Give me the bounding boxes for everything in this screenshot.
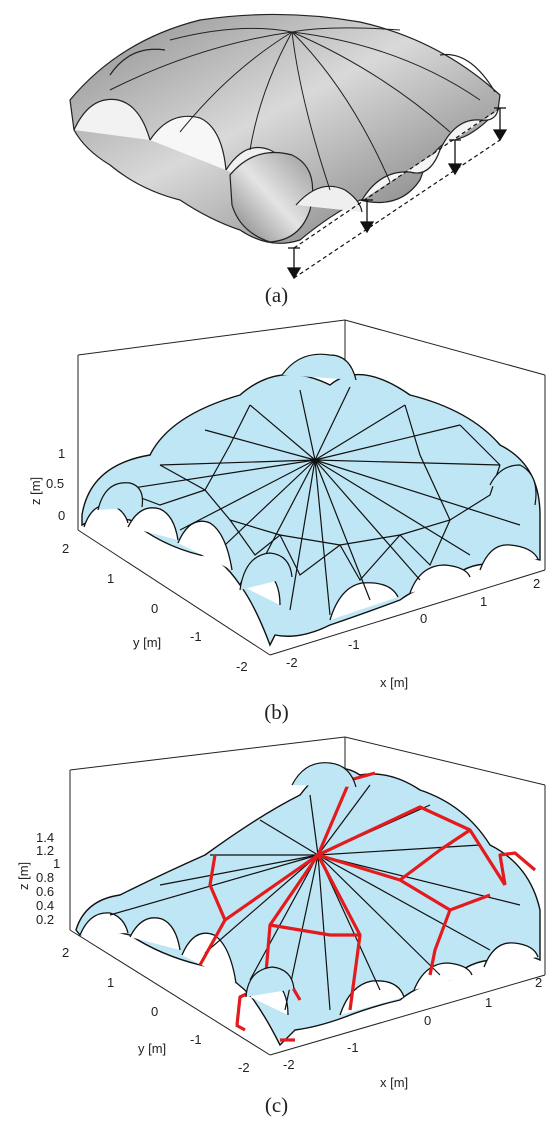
vault-plot-3d: 1 0.5 0 z [m] 2 1 0 -1 -2 y [m] -2 -1 0 … [28,319,546,690]
y-axis-label: y [m] [133,635,161,650]
y-axis-label: y [m] [138,1041,166,1056]
x-tick-0: 0 [424,1013,431,1028]
x-tick--1: -1 [347,1040,359,1055]
axis-box [77,319,546,656]
y-tick--2: -2 [238,1060,250,1075]
x-tick-1: 1 [480,594,487,609]
vault-plot-3d-cracks: 1.4 1.2 1 0.8 0.6 0.4 0.2 z [m] 2 1 0 -1… [16,736,546,1090]
caption-c: (c) [264,1093,289,1117]
z-tick-1: 1 [58,446,65,461]
x-axis-label: x [m] [380,1075,408,1090]
panel-b: 1 0.5 0 z [m] 2 1 0 -1 -2 y [m] -2 -1 0 … [0,315,553,735]
z-tick-0.8: 0.8 [36,870,54,885]
vault-shell [75,767,541,1047]
y-tick--1: -1 [190,1032,202,1047]
caption-a: (a) [264,283,289,307]
vault-rendering-grey [69,13,508,280]
y-tick--2: -2 [236,659,248,674]
z-tick-0.6: 0.6 [36,884,54,899]
z-axis-label: z [m] [16,862,31,890]
z-tick-0.2: 0.2 [36,912,54,927]
x-tick--2: -2 [283,1057,295,1072]
y-tick-1: 1 [107,975,114,990]
z-tick-1: 1 [53,856,60,871]
axis-box [69,736,546,1056]
z-tick-1.2: 1.2 [36,843,54,858]
z-tick-0.5: 0.5 [46,476,64,491]
x-tick-2: 2 [535,975,542,990]
caption-b: (b) [264,700,289,724]
z-tick-1.4: 1.4 [36,830,54,845]
y-tick-2: 2 [62,541,69,556]
x-tick--1: -1 [348,637,360,652]
panel-a: (a) [0,0,553,310]
x-tick--2: -2 [286,655,298,670]
x-tick-0: 0 [420,611,427,626]
z-tick-0.4: 0.4 [36,898,54,913]
z-tick-0: 0 [58,508,65,523]
y-tick-0: 0 [151,1004,158,1019]
vault-shell [69,13,501,244]
y-tick--1: -1 [190,629,202,644]
x-axis-label: x [m] [380,675,408,690]
x-tick-1: 1 [485,995,492,1010]
z-axis-label: z [m] [28,477,43,505]
x-tick-2: 2 [533,576,540,591]
y-tick-0: 0 [151,601,158,616]
panel-c: 1.4 1.2 1 0.8 0.6 0.4 0.2 z [m] 2 1 0 -1… [0,735,553,1126]
y-tick-1: 1 [107,571,114,586]
y-tick-2: 2 [62,945,69,960]
